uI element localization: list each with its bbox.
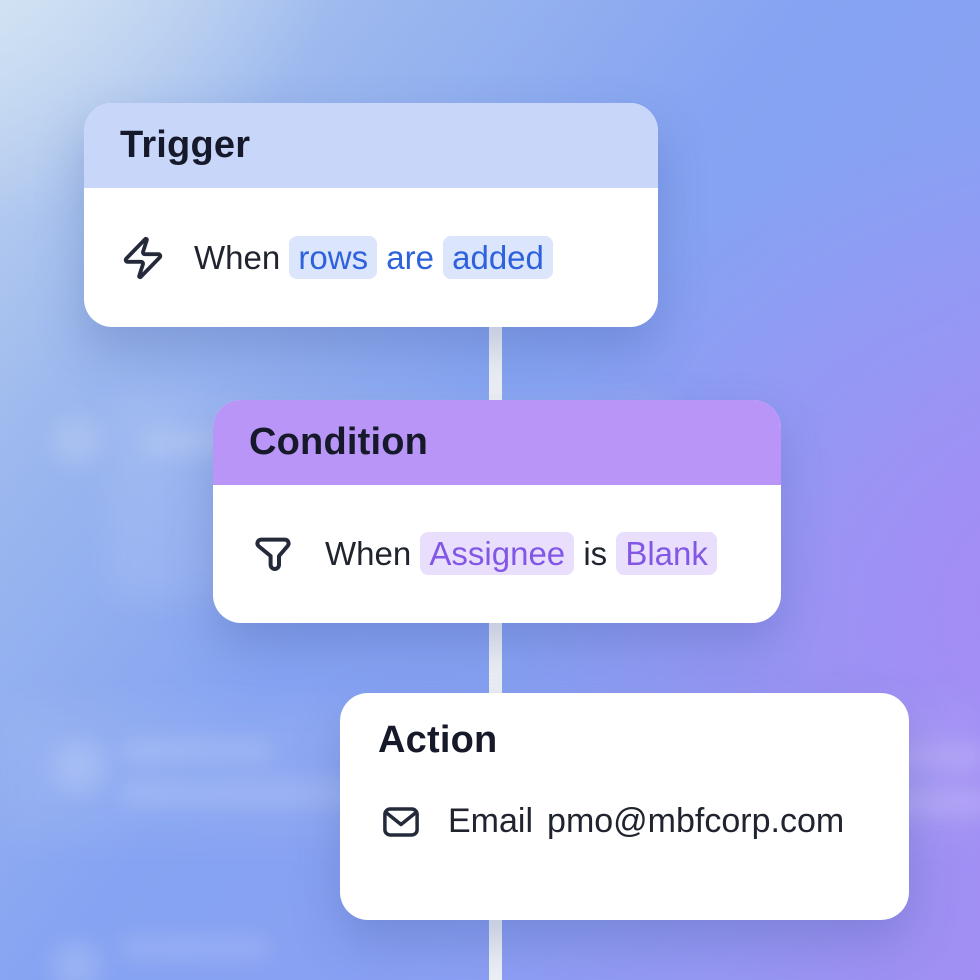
background-blur-shape: [52, 416, 102, 466]
condition-card-header: Condition: [213, 400, 781, 485]
trigger-chip-added[interactable]: added: [443, 235, 553, 279]
lightning-bolt-icon: [120, 233, 166, 283]
condition-chip-assignee[interactable]: Assignee: [420, 532, 575, 575]
action-email-address[interactable]: pmo@mbfcorp.com: [547, 802, 845, 841]
action-title: Action: [378, 719, 498, 761]
background-blur-shape: [122, 740, 272, 762]
action-email-label: Email: [448, 802, 534, 841]
trigger-card[interactable]: Trigger When rows are added: [84, 103, 658, 327]
condition-rule-text: When Assignee is Blank: [325, 532, 717, 575]
action-rule-text: Email pmo@mbfcorp.com: [448, 802, 844, 841]
condition-text-is: is: [583, 535, 608, 572]
trigger-card-body: When rows are added: [84, 188, 658, 327]
condition-text-when: When: [325, 535, 412, 572]
action-card-body: Email pmo@mbfcorp.com: [378, 801, 871, 843]
action-card[interactable]: Action Email pmo@mbfcorp.com: [340, 693, 909, 920]
condition-title: Condition: [249, 421, 429, 463]
condition-card-body: When Assignee is Blank: [213, 485, 781, 623]
trigger-rule-text: When rows are added: [194, 235, 553, 279]
trigger-title: Trigger: [120, 124, 251, 166]
background-blur-shape: [52, 740, 106, 794]
trigger-card-header: Trigger: [84, 103, 658, 188]
funnel-icon: [249, 530, 297, 578]
condition-card[interactable]: Condition When Assignee is Blank: [213, 400, 781, 623]
trigger-text-are: are: [386, 238, 434, 276]
trigger-text-when: When: [194, 238, 281, 276]
envelope-icon: [378, 801, 424, 843]
trigger-chip-rows[interactable]: rows: [289, 235, 378, 279]
condition-chip-blank[interactable]: Blank: [616, 532, 717, 575]
background-blur-shape: [50, 940, 102, 980]
background-blur-shape: [120, 938, 270, 958]
